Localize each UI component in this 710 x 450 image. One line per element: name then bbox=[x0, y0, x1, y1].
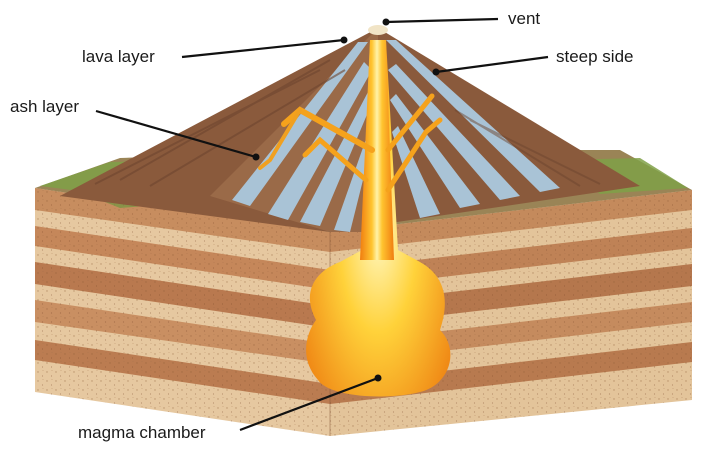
vent-label: vent bbox=[508, 10, 540, 27]
vent-leader bbox=[386, 19, 498, 22]
ash-layer-dot bbox=[253, 154, 260, 161]
magma-chamber-label: magma chamber bbox=[78, 424, 206, 441]
steep-side-label: steep side bbox=[556, 48, 634, 65]
ash-layer-label: ash layer bbox=[10, 98, 79, 115]
lava-layer-label: lava layer bbox=[82, 48, 155, 65]
steep-side-dot bbox=[433, 69, 440, 76]
lava-layer-leader bbox=[182, 40, 344, 57]
steep-side-leader bbox=[436, 57, 548, 72]
lava-layer-dot bbox=[341, 37, 348, 44]
vent-dot bbox=[383, 19, 390, 26]
magma-chamber-dot bbox=[375, 375, 382, 382]
